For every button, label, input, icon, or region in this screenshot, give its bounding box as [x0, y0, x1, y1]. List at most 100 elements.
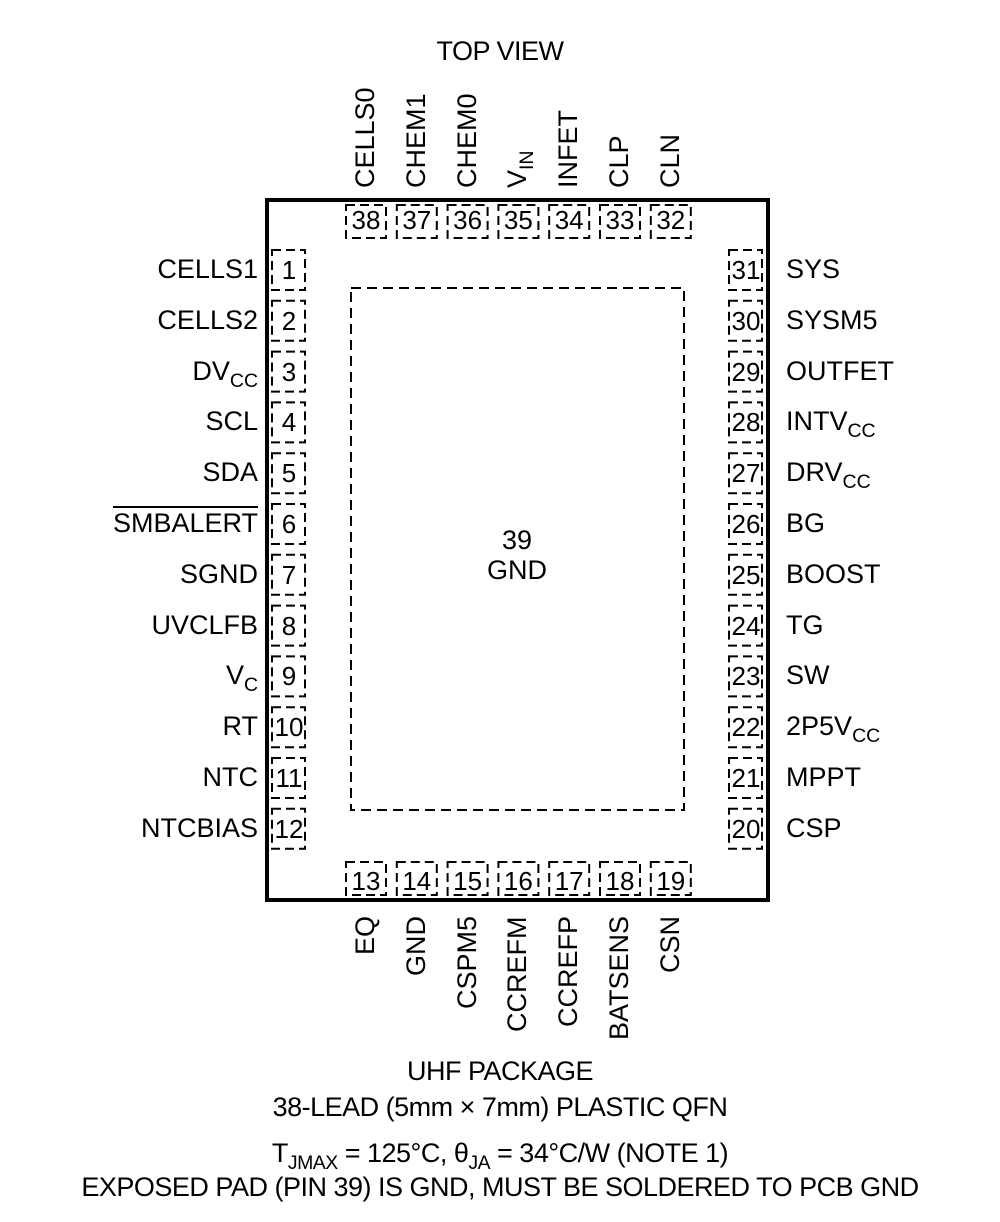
pin-pad-27 — [728, 452, 763, 495]
pin-number-22: 22 — [731, 712, 761, 743]
pin-number-17: 17 — [554, 866, 584, 896]
pin-number-2: 2 — [281, 305, 297, 336]
pin-number-16: 16 — [503, 866, 533, 896]
pin-pad-18 — [599, 861, 641, 896]
pin-number-30: 30 — [731, 305, 761, 336]
exposed-pad-outline — [350, 287, 685, 811]
pin-number-7: 7 — [281, 559, 297, 590]
pin-number-5: 5 — [281, 458, 297, 489]
pin-number-37: 37 — [402, 205, 432, 235]
pin-pad-25 — [728, 553, 763, 596]
pin-pad-19 — [649, 861, 692, 896]
pin-pad-37 — [395, 204, 438, 239]
pin-pad-6 — [271, 503, 306, 545]
pin-label-2: CELLS2 — [157, 304, 258, 335]
pin-label-27: DRVCC — [786, 457, 871, 493]
pin-label-34: INFET — [553, 110, 584, 188]
pin-number-15: 15 — [453, 866, 483, 896]
pin-number-31: 31 — [731, 255, 761, 285]
pin-pad-24 — [728, 604, 763, 647]
pin-label-28: INTVCC — [786, 406, 876, 443]
pin-number-18: 18 — [605, 866, 635, 896]
pin-number-12: 12 — [274, 813, 304, 844]
package-name: UHF PACKAGE — [406, 1056, 594, 1086]
pin-label-5: SDA — [202, 457, 258, 488]
pin-pad-38 — [345, 204, 387, 239]
pin-label-25: BOOST — [786, 558, 881, 589]
pin-number-23: 23 — [731, 661, 761, 692]
pin-pad-21 — [728, 757, 763, 799]
pin-number-28: 28 — [731, 407, 761, 438]
pin-label-16: CCREFM — [502, 916, 533, 1033]
pin-label-19: CSN — [654, 915, 685, 973]
pin-label-6: SMBALERT — [112, 508, 258, 538]
pin-label-36: CHEM0 — [451, 93, 482, 188]
pin-number-1: 1 — [281, 255, 297, 285]
pin-label-23: SW — [786, 660, 830, 691]
pin-pad-15 — [446, 861, 489, 896]
pin-number-8: 8 — [281, 610, 297, 641]
pin-pad-11 — [271, 757, 306, 799]
pin-pad-12 — [271, 807, 306, 850]
package-description: 38-LEAD (5mm × 7mm) PLASTIC QFN — [272, 1092, 728, 1122]
pin-pad-16 — [497, 861, 540, 896]
pin-pad-17 — [548, 861, 591, 896]
pin-pad-34 — [548, 204, 591, 239]
pin-pad-5 — [271, 452, 306, 495]
pin-number-27: 27 — [731, 458, 761, 489]
thermal-spec: TJMAX = 125°C, θJA = 34°C/W (NOTE 1) — [271, 1138, 729, 1174]
pin-pad-29 — [728, 350, 763, 393]
pin-number-29: 29 — [731, 356, 761, 387]
pin-label-33: CLP — [604, 135, 634, 188]
pin-label-30: SYSM5 — [786, 304, 878, 335]
pin-label-18: BATSENS — [604, 915, 634, 1040]
pin-pad-32 — [649, 204, 692, 239]
pin-label-11: NTC — [202, 762, 259, 792]
exposed-pad-note: EXPOSED PAD (PIN 39) IS GND, MUST BE SOL… — [81, 1172, 919, 1202]
pin-pad-28 — [728, 401, 763, 444]
pin-label-1: CELLS1 — [157, 254, 258, 284]
pin-label-14: GND — [400, 916, 431, 976]
pin-number-20: 20 — [731, 813, 761, 844]
pin-pad-1 — [271, 249, 306, 291]
pin-label-9: VC — [225, 660, 258, 697]
pin-number-34: 34 — [554, 205, 584, 235]
pin-label-26: BG — [786, 508, 826, 538]
exposed-pad-label: 39 GND — [467, 525, 567, 585]
pin-number-4: 4 — [281, 407, 297, 438]
pin-number-10: 10 — [274, 712, 304, 743]
pin-label-31: SYS — [786, 254, 841, 284]
pin-label-3: DVCC — [192, 355, 258, 392]
pin-label-24: TG — [786, 609, 824, 640]
pin-pad-2 — [271, 299, 306, 342]
pin-label-15: CSPM5 — [451, 915, 482, 1009]
view-title: TOP VIEW — [436, 36, 564, 66]
pin-pad-10 — [271, 706, 306, 749]
pin-label-7: SGND — [179, 558, 258, 589]
pin-label-4: SCL — [205, 406, 258, 437]
pin-pad-9 — [271, 655, 306, 698]
pin-pad-30 — [728, 299, 763, 342]
pin-pad-36 — [446, 204, 489, 239]
pin-number-26: 26 — [731, 509, 761, 539]
pin-label-37: CHEM1 — [400, 93, 431, 188]
pin-number-35: 35 — [503, 205, 533, 235]
exposed-pad-number: 39 — [501, 525, 533, 555]
pin-pad-3 — [271, 350, 306, 393]
pin-number-14: 14 — [402, 866, 432, 896]
pin-number-6: 6 — [281, 509, 297, 539]
pin-number-38: 38 — [351, 205, 381, 235]
pin-number-32: 32 — [656, 205, 686, 235]
pin-label-38: CELLS0 — [350, 87, 380, 188]
pin-label-22: 2P5VCC — [786, 711, 881, 747]
pin-number-36: 36 — [453, 205, 483, 235]
pin-pad-14 — [395, 861, 438, 896]
pin-label-10: RT — [222, 711, 258, 742]
pin-label-29: OUTFET — [786, 355, 894, 386]
pin-number-25: 25 — [731, 559, 761, 590]
pin-number-21: 21 — [731, 763, 761, 793]
pin-pad-13 — [345, 861, 387, 896]
pin-label-21: MPPT — [786, 762, 862, 792]
pin-pad-4 — [271, 401, 306, 444]
